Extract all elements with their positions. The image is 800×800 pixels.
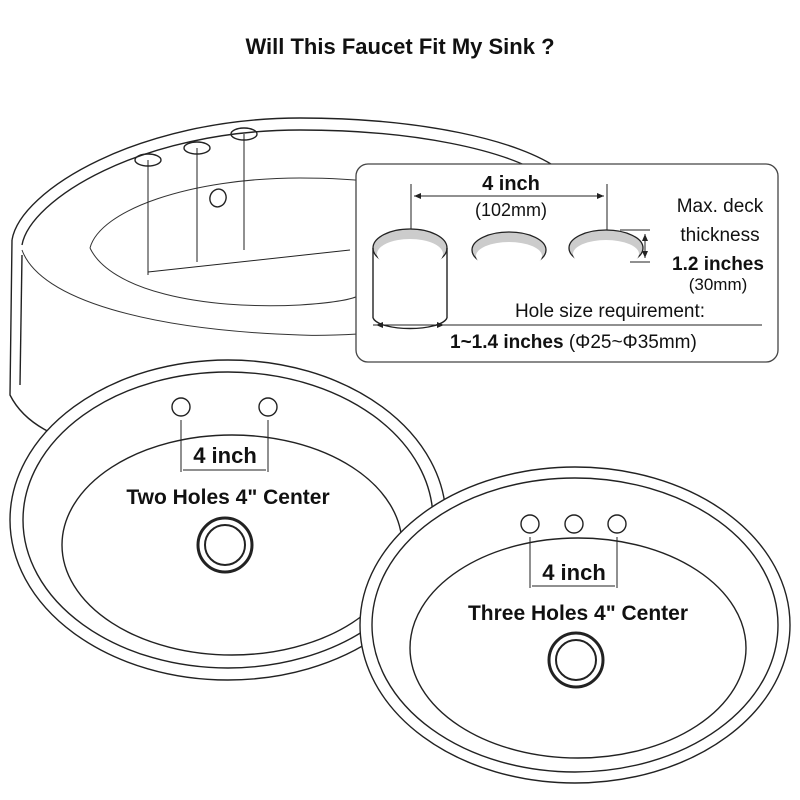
- deck-metric: (30mm): [689, 275, 748, 294]
- page-title: Will This Faucet Fit My Sink ?: [245, 34, 554, 59]
- sink-three-basin: [409, 537, 747, 759]
- sink-three-hole-left: [520, 514, 540, 534]
- vessel-overflow-hole: [209, 188, 227, 208]
- panel-hole-2: [471, 231, 547, 270]
- sink-two-spacing-label: 4 inch: [193, 443, 257, 468]
- sink-three-outer-rim: [359, 466, 791, 784]
- spec-panel: 4 inch (102mm) Max. deck thickness 1.2 i…: [355, 163, 779, 363]
- hole-size-metric: (Φ25~Φ35mm): [569, 332, 697, 353]
- sink-two-caption: Two Holes 4" Center: [126, 486, 329, 509]
- hole-size-value: 1~1.4 inches: [450, 332, 564, 353]
- vessel-sink-illustration: [9, 117, 561, 446]
- panel-spacing-metric: (102mm): [475, 200, 547, 220]
- deck-label-line1: Max. deck: [677, 196, 764, 217]
- sink-three-hole-right: [607, 514, 627, 534]
- sink-two-hole-left: [171, 397, 191, 417]
- panel-hole-3: [568, 229, 644, 268]
- sink-three-drain-inner: [555, 639, 597, 681]
- sink-two-drain-inner: [204, 524, 246, 566]
- sink-three-holes: 4 inch Three Holes 4" Center: [359, 466, 791, 784]
- sink-three-caption: Three Holes 4" Center: [468, 602, 688, 625]
- deck-value: 1.2 inches: [672, 254, 764, 275]
- hole-req-label: Hole size requirement:: [515, 301, 705, 322]
- panel-spacing-label: 4 inch: [482, 173, 540, 195]
- sink-two-hole-right: [258, 397, 278, 417]
- sink-three-hole-middle: [564, 514, 584, 534]
- panel-hole-1: [372, 228, 448, 330]
- spec-panel-box: [355, 163, 779, 363]
- sink-three-inner-rim: [371, 477, 779, 773]
- hole-size-line: 1~1.4 inches (Φ25~Φ35mm): [450, 332, 697, 353]
- deck-label-line2: thickness: [680, 225, 759, 246]
- sink-three-spacing-label: 4 inch: [542, 560, 606, 585]
